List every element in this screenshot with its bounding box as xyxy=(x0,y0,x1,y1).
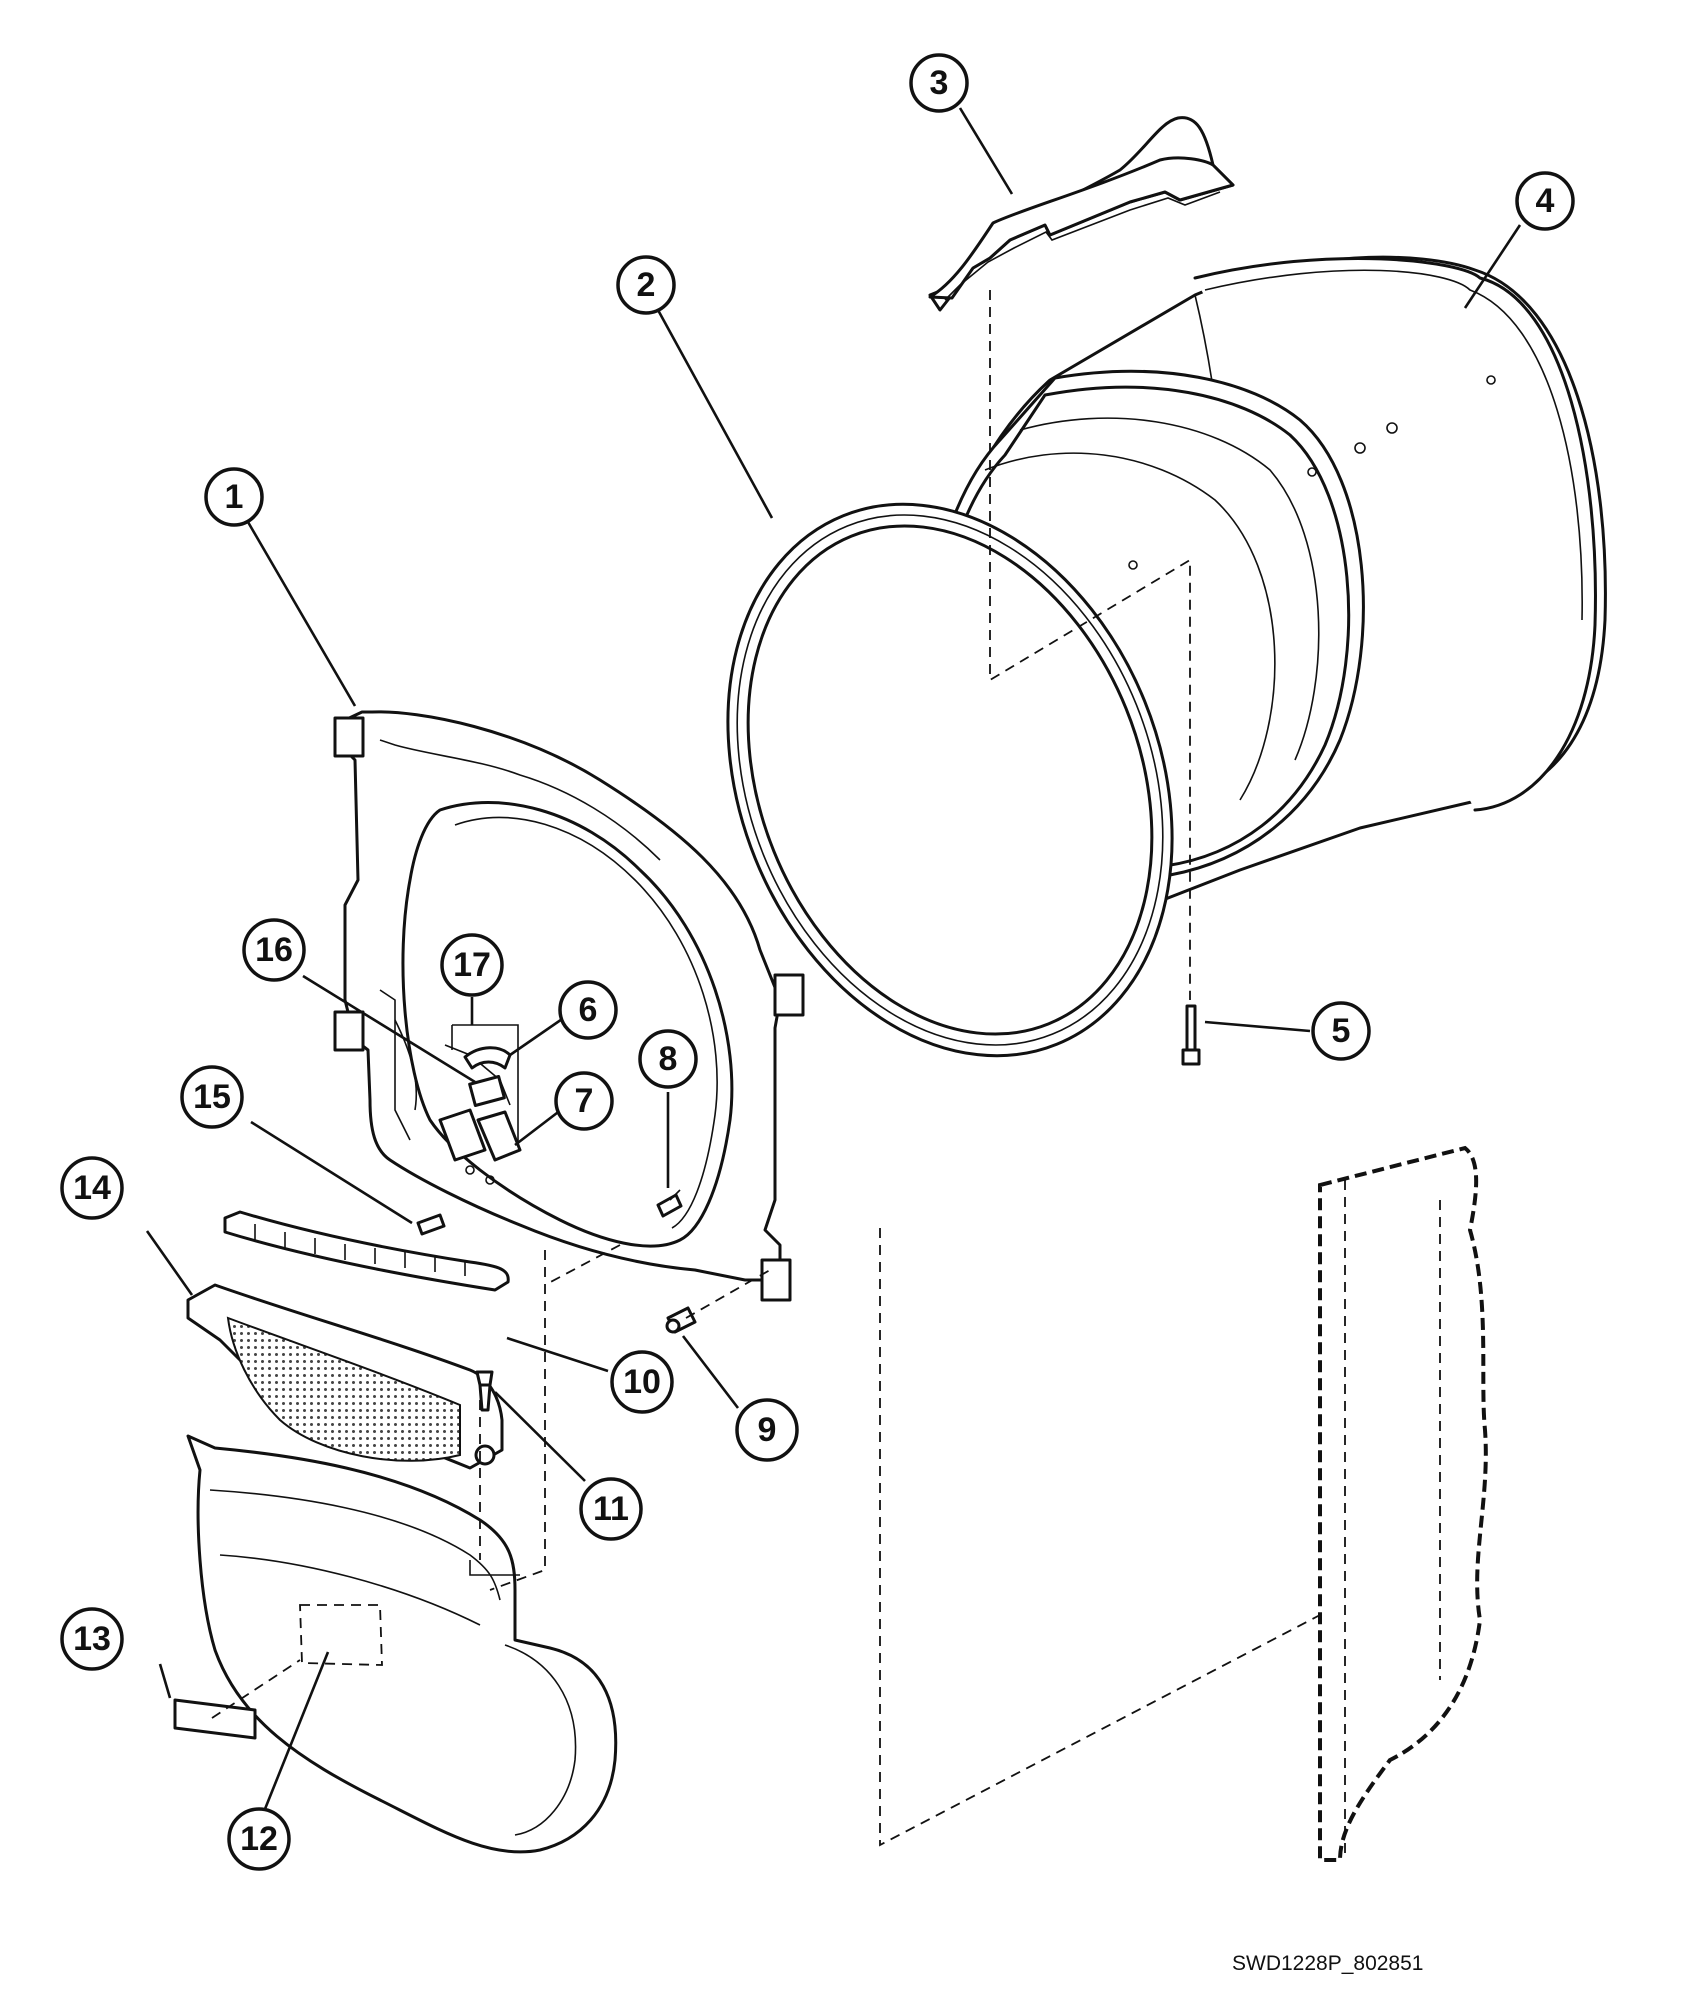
screw-11-part xyxy=(475,1370,494,1412)
lint-filter-part xyxy=(186,1283,504,1470)
svg-text:7: 7 xyxy=(575,1082,594,1120)
svg-text:1: 1 xyxy=(225,478,244,516)
svg-text:3: 3 xyxy=(930,64,949,102)
callout-12: 12 xyxy=(227,1807,291,1871)
svg-text:15: 15 xyxy=(193,1078,231,1116)
callout-11: 11 xyxy=(579,1477,643,1541)
svg-text:13: 13 xyxy=(73,1620,111,1658)
assembly-lines xyxy=(211,290,1321,1847)
screw-15-part xyxy=(416,1213,446,1236)
callout-10: 10 xyxy=(610,1350,674,1414)
svg-text:9: 9 xyxy=(758,1411,777,1449)
callout-1: 1 xyxy=(204,467,264,527)
svg-text:6: 6 xyxy=(579,991,598,1029)
drawing-code: SWD1228P_802851 xyxy=(1232,1952,1424,1975)
svg-text:10: 10 xyxy=(623,1363,661,1401)
callout-17: 17 xyxy=(440,933,504,997)
callout-16: 16 xyxy=(242,918,306,982)
callout-9: 9 xyxy=(735,1398,799,1462)
door-switch-kit-part xyxy=(438,1024,522,1185)
svg-text:2: 2 xyxy=(637,266,656,304)
screw-8-part xyxy=(656,1189,683,1218)
svg-text:8: 8 xyxy=(659,1040,678,1078)
callout-7: 7 xyxy=(554,1071,614,1131)
label-13-part xyxy=(173,1698,257,1740)
callout-3: 3 xyxy=(909,53,969,113)
lint-duct-part xyxy=(186,1434,618,1854)
cabinet-side-panel xyxy=(1318,1145,1488,1862)
screw-9-part xyxy=(665,1306,697,1334)
svg-text:12: 12 xyxy=(240,1820,278,1858)
svg-text:17: 17 xyxy=(453,946,491,984)
lint-grille-part xyxy=(223,1210,510,1292)
callout-5: 5 xyxy=(1311,1001,1371,1061)
callouts: 1 2 3 4 5 6 7 8 9 10 11 12 13 14 15 16 1… xyxy=(60,53,1575,1871)
leader-lines xyxy=(145,107,1522,1810)
callout-6: 6 xyxy=(558,980,618,1040)
top-bracket-part xyxy=(928,116,1235,312)
callout-4: 4 xyxy=(1515,171,1575,231)
svg-text:16: 16 xyxy=(255,931,293,969)
callout-2: 2 xyxy=(616,255,676,315)
svg-text:14: 14 xyxy=(73,1169,111,1207)
svg-text:4: 4 xyxy=(1536,182,1555,220)
svg-text:5: 5 xyxy=(1332,1012,1351,1050)
callout-8: 8 xyxy=(638,1029,698,1089)
seal-ring-part xyxy=(726,502,1174,1058)
screw-5-part xyxy=(1181,1004,1201,1066)
callout-15: 15 xyxy=(180,1065,244,1129)
svg-text:11: 11 xyxy=(593,1490,629,1528)
callout-13: 13 xyxy=(60,1607,124,1671)
callout-14: 14 xyxy=(60,1156,124,1220)
